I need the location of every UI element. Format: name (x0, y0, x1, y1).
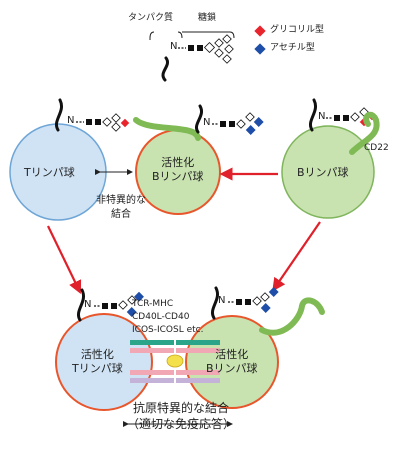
cd22-activated-b-top (133, 117, 201, 141)
activated-t-cell-bottom (55, 313, 153, 411)
activated-b-bottom-line2: Bリンパ球 (206, 361, 258, 375)
activation-arrow-left-down (47, 225, 82, 294)
receptor-ligand-pairs (130, 340, 220, 383)
specific-binding-line2: （適切な免疫応答） (126, 417, 235, 432)
t-cell-top-glycoprotein (55, 98, 130, 132)
receptor-pair-1: TCR-MHC (132, 299, 174, 309)
receptor-pair-2: CD40L-CD40 (132, 312, 190, 323)
n-label-b-mid-top: N (203, 117, 211, 128)
legend-protein-glycan-icon (149, 31, 235, 82)
activated-b-top-line2: Bリンパ球 (152, 169, 204, 183)
nonspecific-line2: 結合 (111, 209, 131, 220)
activated-b-top-line1: 活性化 (161, 156, 195, 169)
n-label-t-top: N (67, 115, 75, 126)
cd22-b-cell-top-right (349, 111, 380, 155)
legend-glycan-chain (188, 34, 234, 64)
legend-glycan-label: 糖鎖 (198, 13, 217, 23)
cd22-activated-b-bottom (259, 297, 325, 336)
activated-t-bottom-label: 活性化 Tリンパ球 (72, 348, 123, 376)
activated-b-cell-bottom (185, 315, 279, 409)
activated-b-bottom-label: 活性化 Bリンパ球 (206, 348, 258, 376)
cd22-label: CD22 (364, 143, 389, 153)
legend-glycolyl-label: グリコリル型 (270, 25, 325, 35)
legend-protein-label: タンパク質 (128, 13, 174, 23)
nonspecific-label: 非特異的な 結合 (96, 194, 146, 222)
n-label-t-bottom: N (84, 299, 92, 310)
activated-b-bottom-glycoprotein (211, 286, 279, 320)
legend-acetyl-marker (254, 43, 266, 55)
legend-acetyl-label: アセチル型 (270, 43, 315, 53)
activated-t-bottom-glycoprotein (77, 288, 144, 322)
specific-binding-line1: 抗原特異的な結合 (132, 401, 229, 415)
activated-b-bottom-line1: 活性化 (215, 348, 249, 361)
n-label-b-bottom: N (218, 295, 226, 306)
activated-b-top-label: 活性化 Bリンパ球 (152, 156, 204, 184)
nonspecific-line1: 非特異的な (96, 195, 146, 206)
receptor-pair-3: ICOS-ICOSL etc. (132, 325, 204, 336)
legend-glycolyl-marker (254, 25, 266, 37)
t-cell-top-label: Tリンパ球 (24, 166, 75, 179)
b-cell-top-right-label: Bリンパ球 (297, 166, 349, 179)
activated-b-top-glycoprotein (195, 104, 264, 135)
activated-t-bottom-line2: Tリンパ球 (72, 361, 123, 375)
activated-t-bottom-line1: 活性化 (80, 348, 114, 361)
specific-binding-label: 抗原特異的な結合 （適切な免疫応答） (118, 400, 244, 432)
legend-nitrogen-label: N (170, 41, 178, 52)
receptor-pairs-list: TCR-MHC CD40L-CD40 ICOS-ICOSL etc. (132, 298, 203, 337)
n-label-b-right-top: N (318, 111, 326, 122)
activation-arrow-right-down (272, 221, 321, 292)
